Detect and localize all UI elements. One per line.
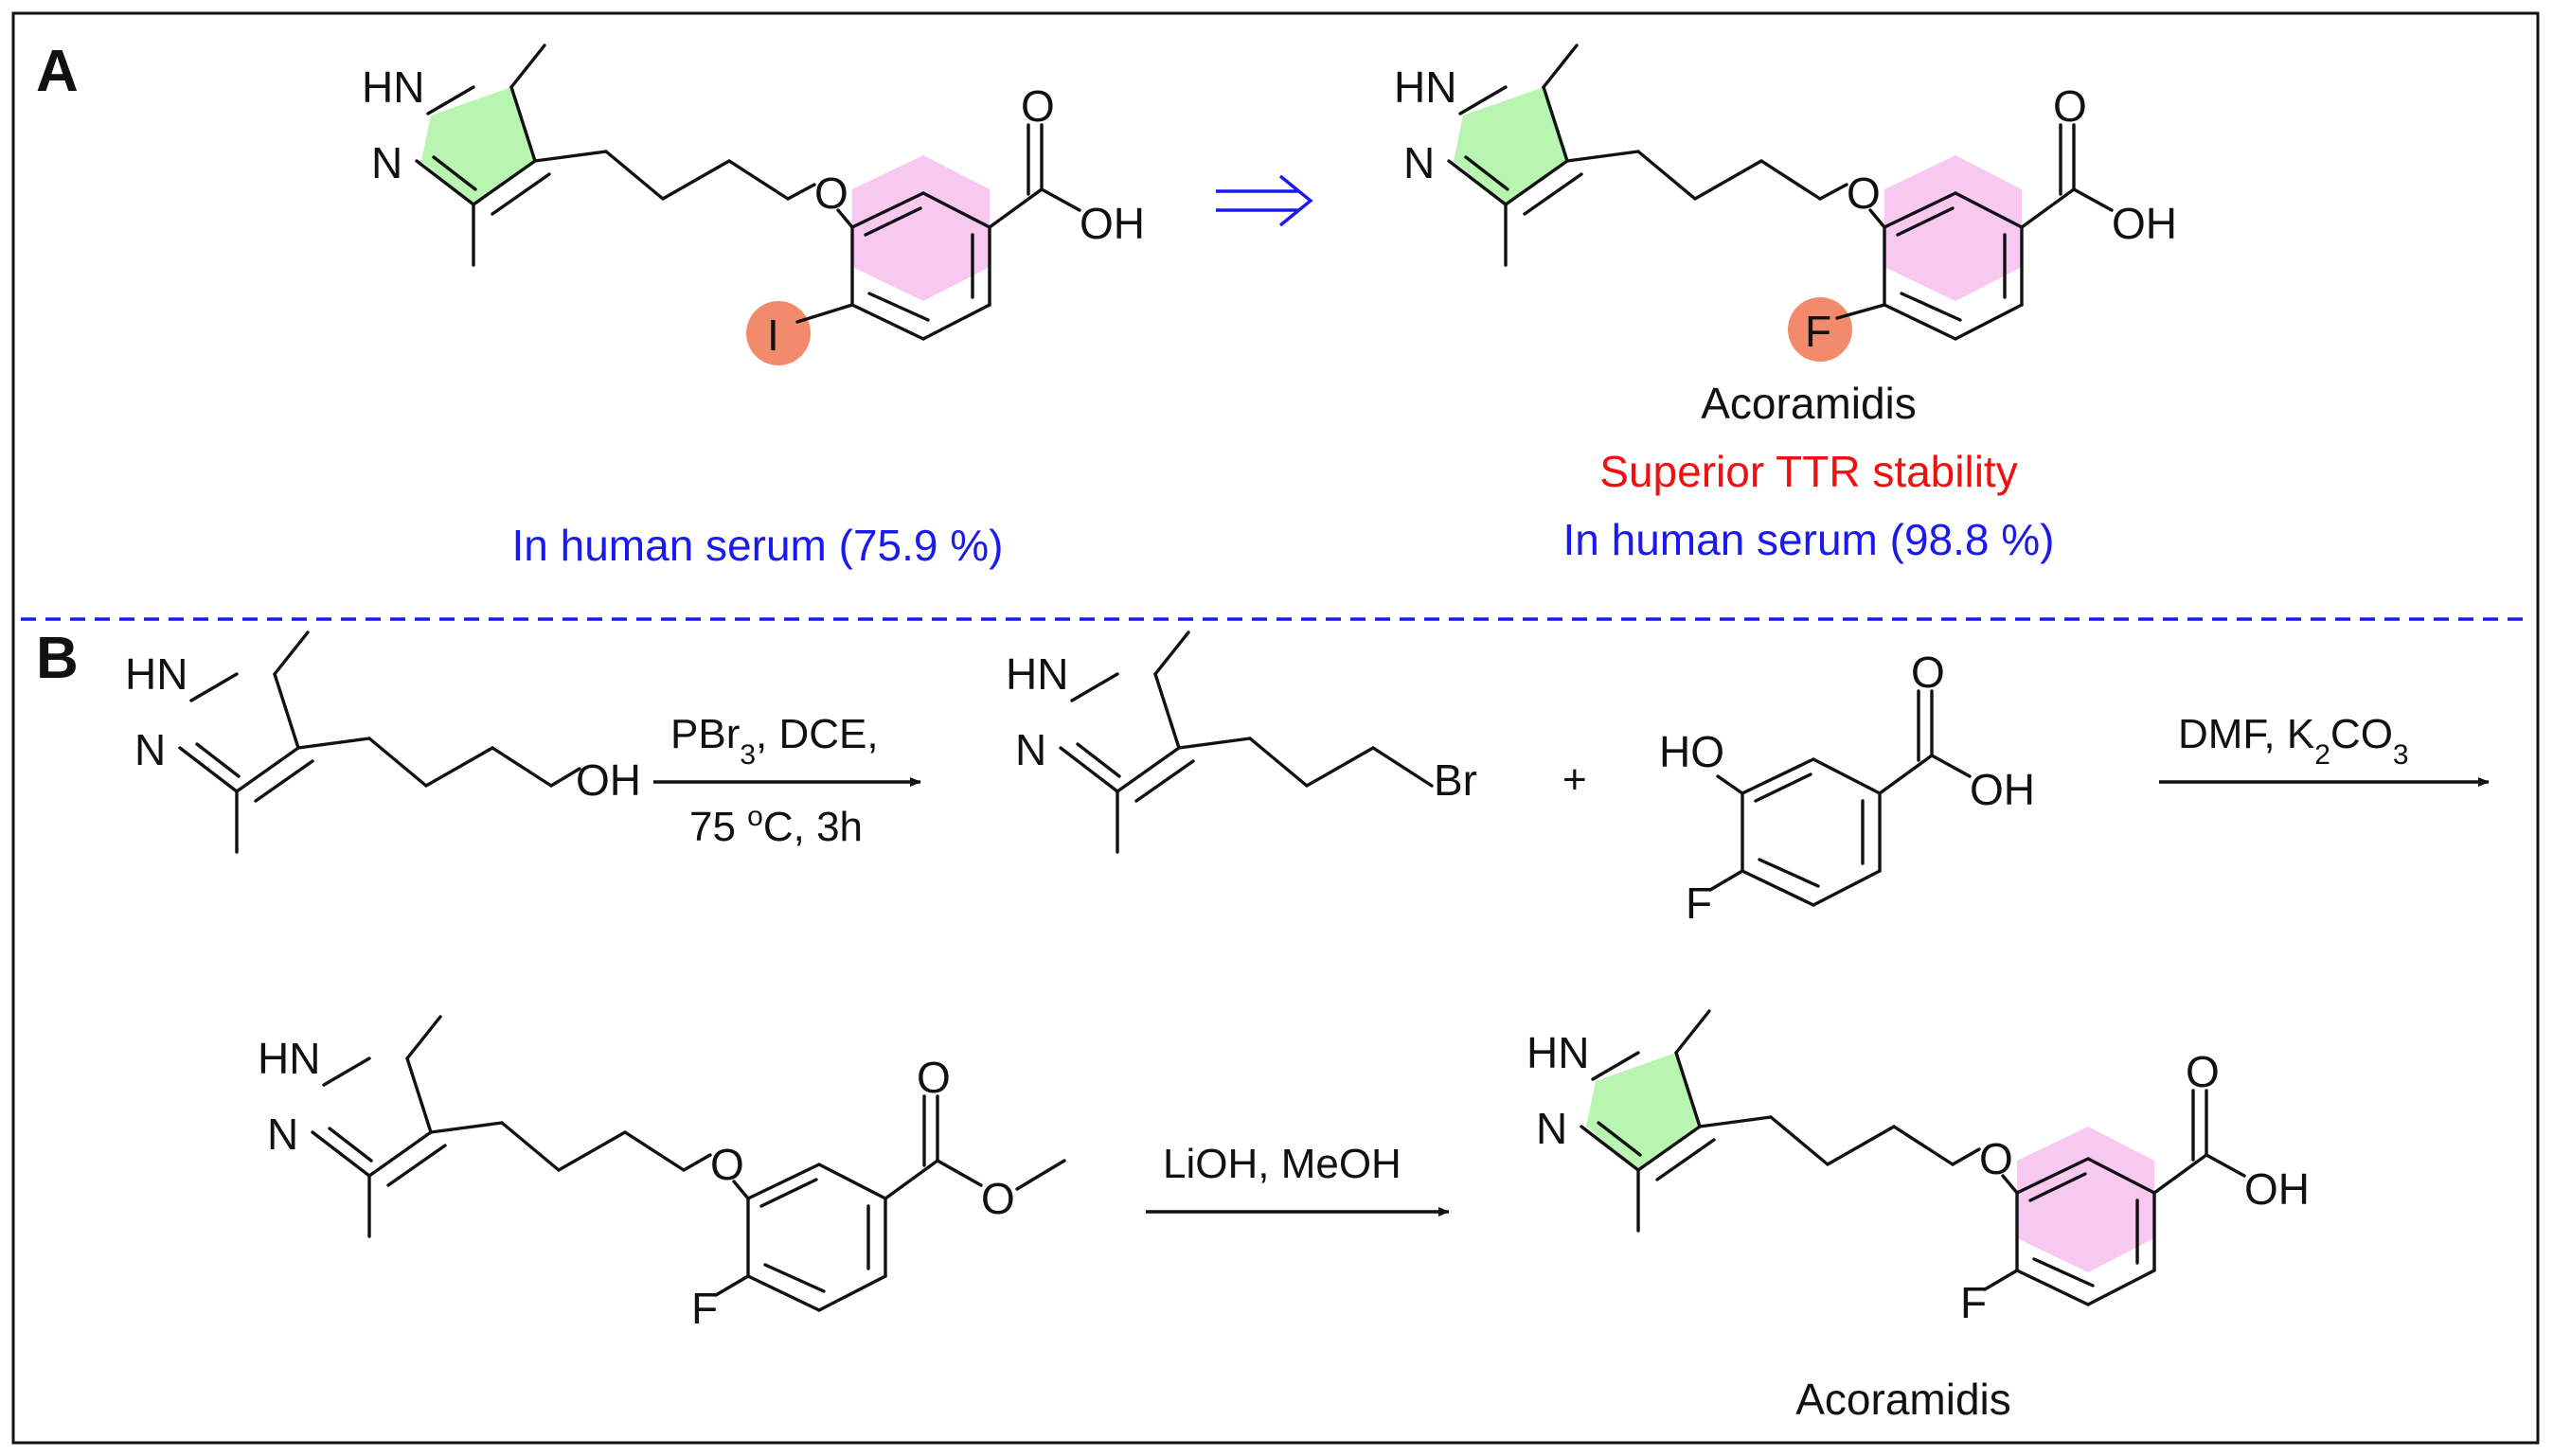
iodo-analogue-molecule: O O OH I — [362, 44, 1145, 365]
acid-oh-label: OH — [1970, 765, 2035, 814]
fluorine-atom-label: F — [1960, 1278, 1987, 1327]
iodine-highlight — [746, 301, 811, 365]
ether-oxygen-label: O — [814, 169, 848, 218]
step2-arrow: DMF, K2CO3 — [2159, 711, 2490, 787]
phenol-ho-label: HO — [1659, 727, 1724, 776]
panel-label-a: A — [36, 39, 79, 104]
step3-arrow: LiOH, MeOH — [1146, 1141, 1450, 1216]
ester-oxygen-label: O — [981, 1174, 1015, 1223]
carbonyl-oxygen-label: O — [1911, 648, 1945, 697]
iodo-serum-caption: In human serum (75.9 %) — [511, 521, 1003, 570]
alcohol-oh-label: OH — [576, 755, 641, 805]
plus-sign: + — [1562, 756, 1587, 803]
fluoro-hydroxybenzoic-acid-molecule: HO O OH F — [1659, 648, 2035, 928]
step1-reagent-label: PBr3, DCE, — [670, 711, 879, 771]
carbonyl-oxygen-label: O — [1021, 81, 1055, 131]
hydroxyl-label: OH — [1080, 199, 1145, 248]
ether-oxygen-label: O — [1847, 169, 1881, 218]
step3-reagent-label: LiOH, MeOH — [1163, 1141, 1401, 1187]
acoramidis-name-a: Acoramidis — [1701, 379, 1917, 428]
fluorine-highlight — [1788, 297, 1852, 362]
design-arrow — [1216, 174, 1313, 227]
carbonyl-oxygen-label: O — [2053, 81, 2087, 131]
fluorine-atom-label: F — [691, 1284, 718, 1333]
step1-arrow: PBr3, DCE, 75 oC, 3h — [653, 711, 921, 851]
ether-oxygen-label: O — [710, 1140, 744, 1189]
hydroxyl-label: OH — [2244, 1164, 2310, 1214]
iodine-atom-label: I — [767, 311, 779, 360]
acoramidis-molecule-a: O O OH F — [1394, 44, 2177, 362]
hydroxyl-label: OH — [2112, 199, 2177, 248]
carbonyl-oxygen-label: O — [2186, 1047, 2220, 1096]
fluorine-atom-label: F — [1686, 879, 1712, 928]
pyrazole-propylbromide-molecule: Br — [1006, 630, 1477, 854]
methyl-ester-intermediate-molecule: O O O F — [258, 1015, 1066, 1333]
step2-reagent-label: DMF, K2CO3 — [2178, 711, 2409, 771]
acoramidis-molecule-b: O O OH F — [1526, 1009, 2310, 1327]
fluorine-atom-label: F — [1805, 307, 1831, 356]
ttr-stability-claim: Superior TTR stability — [1599, 447, 2017, 496]
panel-label-b: B — [36, 626, 79, 691]
step1-condition-label: 75 oC, 3h — [689, 801, 863, 851]
bromine-atom-label: Br — [1434, 755, 1477, 805]
ether-oxygen-label: O — [1979, 1134, 2013, 1183]
acoramidis-serum-caption: In human serum (98.8 %) — [1562, 515, 2054, 564]
acoramidis-name-b: Acoramidis — [1795, 1375, 2011, 1424]
pyrazole-propanol-molecule: OH — [125, 630, 641, 854]
carbonyl-oxygen-label: O — [917, 1053, 951, 1102]
outer-frame — [11, 11, 2540, 1445]
